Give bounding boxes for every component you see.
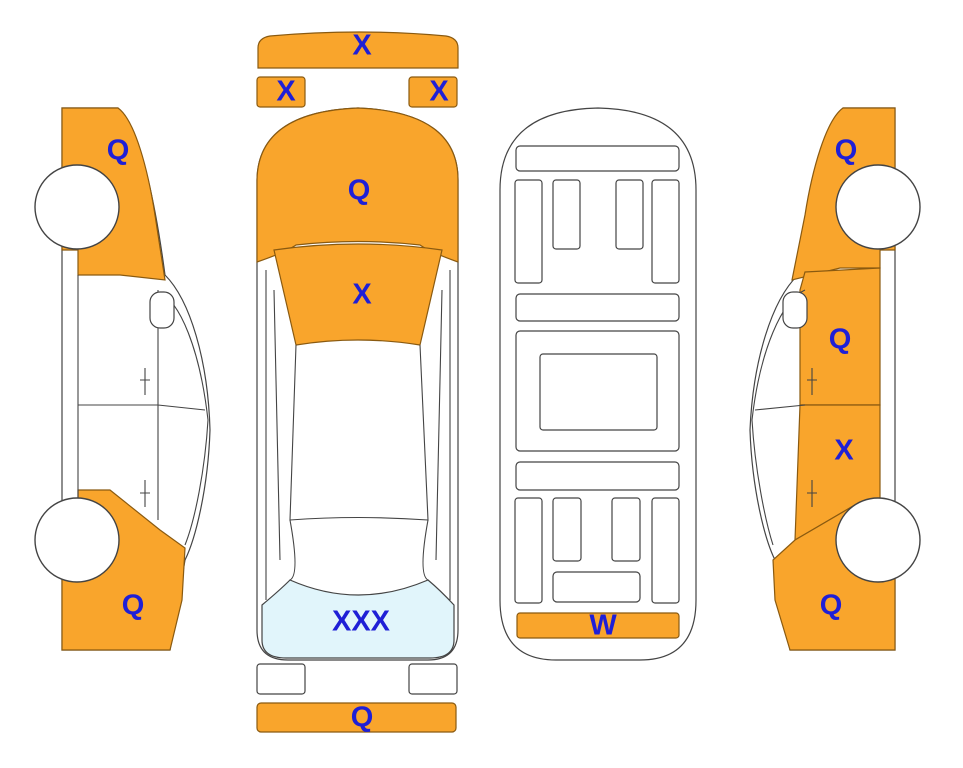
damage-codes: X X X Q X XXX Q Q Q W Q Q X Q [107, 30, 858, 734]
code-windshield: X [352, 279, 372, 311]
windshield-panel[interactable] [273, 243, 443, 346]
right-taillight [408, 663, 458, 695]
left-rear-handle [140, 480, 150, 507]
underbody-rear-right-block [611, 497, 641, 562]
code-left-front-fender: Q [107, 135, 130, 167]
left-rear-wheel [34, 497, 120, 583]
underbody-rear-right-rail [651, 497, 680, 604]
code-right-rear-door: X [834, 435, 854, 467]
rear-window-panel[interactable] [261, 579, 455, 659]
underbody-rear-left-block [552, 497, 582, 562]
code-front-bumper: X [352, 30, 372, 62]
right-front-handle [807, 368, 817, 395]
code-underbody-rear: W [589, 610, 617, 642]
underbody-front-left-block [552, 179, 581, 250]
code-right-front-door: Q [829, 324, 852, 356]
code-left-rear-quarter: Q [122, 590, 145, 622]
roof-outline [289, 344, 429, 521]
left-mirror [149, 291, 175, 329]
top-side-lines [265, 270, 451, 600]
underbody-rear-bar [515, 461, 680, 491]
underbody-front-right-block [615, 179, 644, 250]
code-right-headlight: X [429, 76, 449, 108]
right-side-view [749, 107, 921, 651]
underbody-front-left-rail [514, 179, 543, 284]
right-rear-handle [807, 480, 817, 507]
underbody-front-bar [515, 145, 680, 172]
underbody-rear-left-rail [514, 497, 543, 604]
hood-panel[interactable] [256, 107, 459, 263]
underbody-front-right-rail [651, 179, 680, 284]
left-front-handle [140, 368, 150, 395]
rear-bumper-panel[interactable] [256, 702, 457, 733]
right-mirror [782, 291, 808, 329]
underbody-view [499, 107, 697, 661]
left-door-lines [77, 275, 209, 546]
top-view [256, 31, 459, 733]
code-hood: Q [348, 175, 371, 207]
left-headlight-panel[interactable] [256, 76, 306, 108]
underbody-mid-bar [515, 293, 680, 322]
code-left-headlight: X [276, 76, 296, 108]
right-rear-wheel [835, 497, 921, 583]
underbody-center-plate [539, 353, 658, 431]
code-rear-window: XXX [332, 606, 391, 638]
code-right-front-fender: Q [835, 135, 858, 167]
right-front-wheel [835, 164, 921, 250]
left-front-wheel [34, 164, 120, 250]
front-bumper-panel[interactable] [257, 31, 459, 69]
code-right-rear-quarter: Q [820, 590, 843, 622]
code-rear-bumper: Q [351, 702, 374, 734]
underbody-rear-crossbar [552, 571, 641, 603]
right-headlight-panel[interactable] [408, 76, 458, 108]
left-side-view [34, 107, 211, 651]
left-taillight [256, 663, 306, 695]
underbody-rear-panel[interactable] [516, 612, 680, 639]
